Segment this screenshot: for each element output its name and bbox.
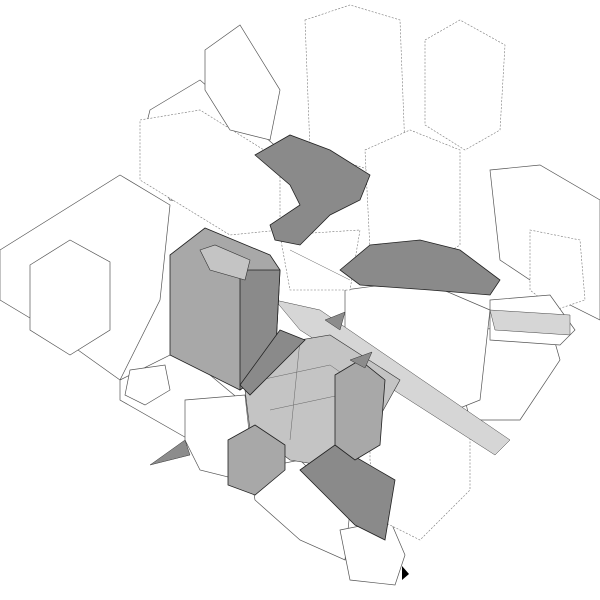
cursor-icon xyxy=(402,566,409,580)
towers xyxy=(304,4,506,271)
context-buildings xyxy=(0,24,600,586)
direction-arrow-center xyxy=(324,311,346,331)
direction-arrows xyxy=(149,311,409,580)
highlighted-buildings xyxy=(169,134,501,541)
direction-arrow-right xyxy=(349,351,373,369)
direction-arrow-left xyxy=(149,439,191,466)
